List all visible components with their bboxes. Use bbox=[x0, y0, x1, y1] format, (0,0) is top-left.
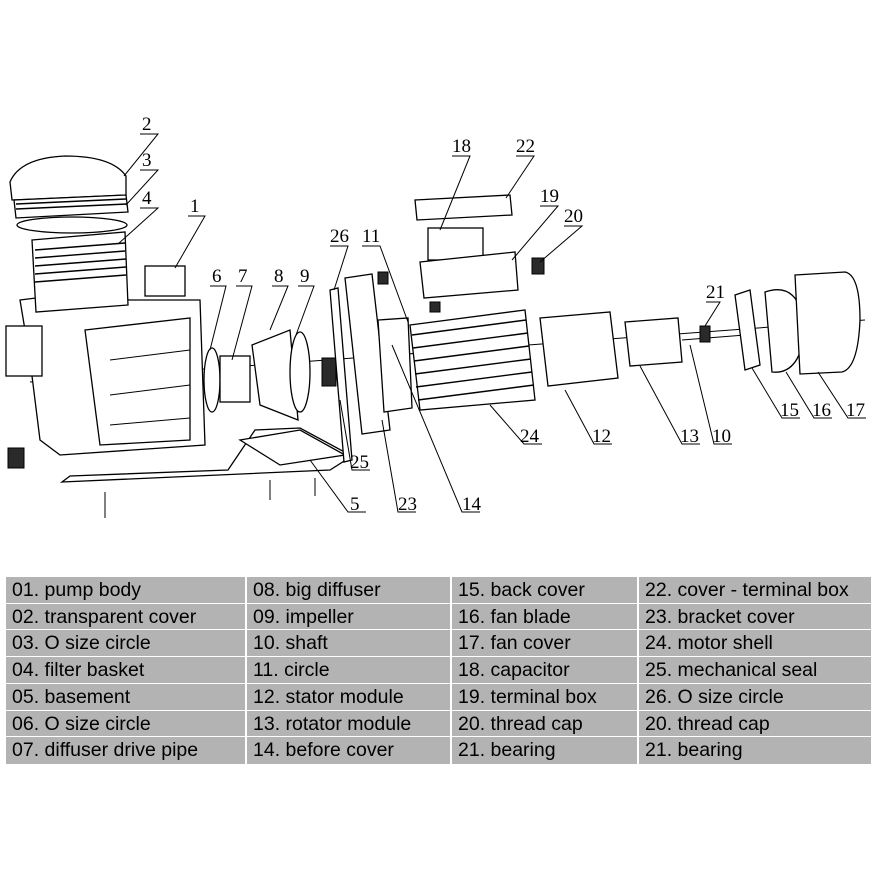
legend-cell: 11. circle bbox=[247, 657, 452, 684]
legend-cell: 23. bracket cover bbox=[639, 604, 871, 631]
legend-cell: 04. filter basket bbox=[6, 657, 247, 684]
pump-body-drawing bbox=[5, 265, 206, 469]
callout-10: 10 bbox=[712, 426, 731, 447]
legend-cell: 24. motor shell bbox=[639, 630, 871, 658]
impeller-group-drawing bbox=[203, 329, 337, 421]
legend-cell: 06. O size circle bbox=[6, 710, 247, 738]
legend-cell: 10. shaft bbox=[247, 630, 452, 658]
legend-cell: 14. before cover bbox=[247, 737, 452, 764]
legend-cell: 18. capacitor bbox=[452, 657, 639, 684]
legend-cell: 09. impeller bbox=[247, 603, 452, 631]
callout-15: 15 bbox=[780, 400, 799, 421]
legend-cell: 07. diffuser drive pipe bbox=[6, 737, 247, 764]
legend-cell: 19. terminal box bbox=[452, 683, 639, 711]
legend-cell: 22. cover - terminal box bbox=[639, 577, 871, 604]
legend-cell: 02. transparent cover bbox=[6, 603, 247, 631]
legend-cell: 17. fan cover bbox=[452, 630, 639, 658]
callout-20: 20 bbox=[564, 206, 583, 227]
callout-23: 23 bbox=[398, 494, 417, 515]
exploded-pump-diagram: 2 3 4 1 6 7 8 9 26 11 18 22 19 20 21 24 … bbox=[5, 114, 866, 518]
callout-18: 18 bbox=[452, 136, 471, 157]
callout-8: 8 bbox=[274, 266, 284, 287]
legend-cell: 03. O size circle bbox=[6, 630, 247, 658]
legend-cell: 08. big diffuser bbox=[247, 577, 452, 604]
terminal-box-drawing bbox=[377, 194, 545, 313]
filter-basket-drawing bbox=[31, 231, 129, 313]
callout-6: 6 bbox=[212, 266, 222, 287]
legend-cell: 15. back cover bbox=[452, 577, 639, 604]
callout-24: 24 bbox=[520, 426, 540, 447]
callout-13: 13 bbox=[680, 426, 699, 447]
legend-cell: 01. pump body bbox=[6, 577, 247, 604]
callout-14: 14 bbox=[462, 494, 482, 515]
callout-2: 2 bbox=[142, 114, 152, 135]
callout-7: 7 bbox=[238, 266, 248, 287]
bracket-plates-drawing bbox=[329, 273, 413, 463]
legend-cell: 20. thread cap bbox=[639, 711, 871, 738]
legend-cell: 05. basement bbox=[6, 683, 247, 711]
parts-legend-table: 01. pump body 08. big diffuser 15. back … bbox=[6, 577, 871, 764]
legend-cell: 21. bearing bbox=[452, 737, 639, 764]
callout-19: 19 bbox=[540, 186, 559, 207]
callout-3: 3 bbox=[142, 150, 152, 171]
transparent-cover-drawing bbox=[9, 155, 129, 234]
legend-cell: 26. O size circle bbox=[639, 684, 871, 711]
callout-4: 4 bbox=[142, 188, 152, 209]
callout-9: 9 bbox=[300, 266, 310, 287]
legend-cell: 25. mechanical seal bbox=[639, 657, 871, 684]
callout-16: 16 bbox=[812, 400, 831, 421]
legend-cell: 13. rotator module bbox=[247, 710, 452, 738]
legend-cell: 12. stator module bbox=[247, 683, 452, 711]
callout-22: 22 bbox=[516, 136, 535, 157]
stator-rotor-drawing bbox=[539, 311, 746, 387]
legend-cell: 20. thread cap bbox=[452, 710, 639, 738]
rear-end-drawing bbox=[699, 271, 861, 375]
callout-17: 17 bbox=[846, 400, 865, 421]
callout-labels: 2 3 4 1 6 7 8 9 26 11 18 22 19 20 21 24 … bbox=[142, 114, 865, 515]
callout-12: 12 bbox=[592, 426, 611, 447]
legend-cell: 16. fan blade bbox=[452, 603, 639, 631]
legend-cell: 21. bearing bbox=[645, 739, 743, 762]
motor-shell-drawing bbox=[409, 309, 536, 411]
leader-lines bbox=[117, 133, 866, 513]
callout-21: 21 bbox=[706, 282, 725, 303]
callout-5: 5 bbox=[350, 494, 360, 515]
callout-11: 11 bbox=[362, 226, 380, 247]
callout-25: 25 bbox=[350, 452, 369, 473]
callout-26: 26 bbox=[330, 226, 349, 247]
callout-1: 1 bbox=[190, 196, 200, 217]
